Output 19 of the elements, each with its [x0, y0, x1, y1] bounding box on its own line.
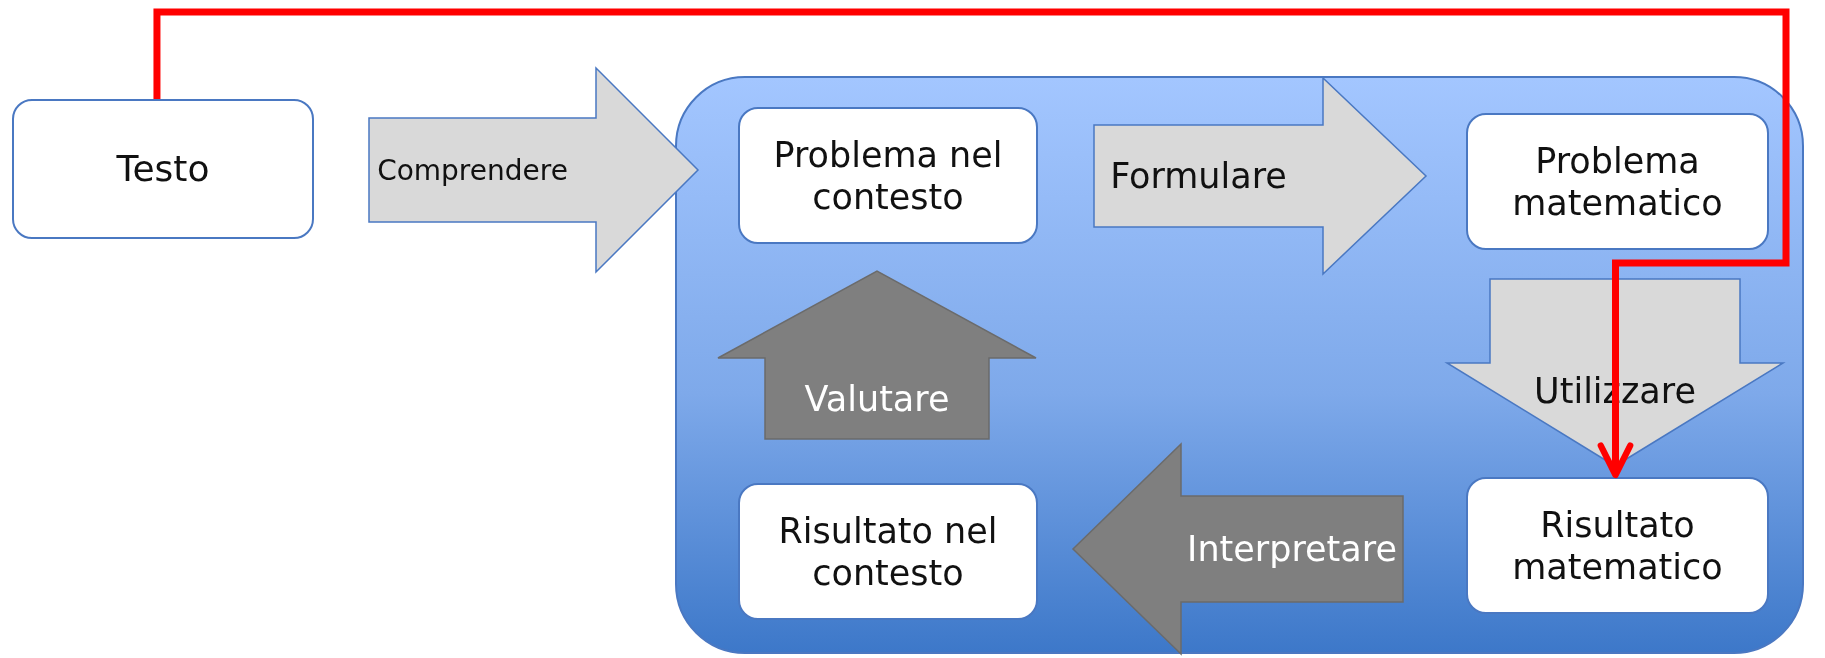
block-arrow	[1093, 76, 1428, 276]
process-box	[1466, 113, 1769, 250]
box-text: Risultato nel contesto	[777, 509, 999, 594]
edge-label: Valutare	[804, 378, 950, 419]
box-text: Testo	[115, 147, 211, 191]
box-text: Problema matematico	[1511, 139, 1724, 224]
box-text: Risultato matematico	[1511, 503, 1724, 588]
box-text: Problema nel contesto	[772, 133, 1004, 218]
process-box	[738, 107, 1038, 244]
process-box	[12, 99, 314, 239]
block-arrow	[368, 66, 700, 274]
block-arrow	[1071, 442, 1404, 656]
edge-label: Interpretare	[1187, 529, 1397, 569]
edge-label: Formulare	[1110, 156, 1287, 196]
process-box	[738, 483, 1038, 620]
process-box	[1466, 477, 1769, 614]
block-arrow	[717, 270, 1037, 440]
connector-arrow	[153, 8, 1790, 479]
edge-label: Comprendere	[377, 153, 568, 187]
